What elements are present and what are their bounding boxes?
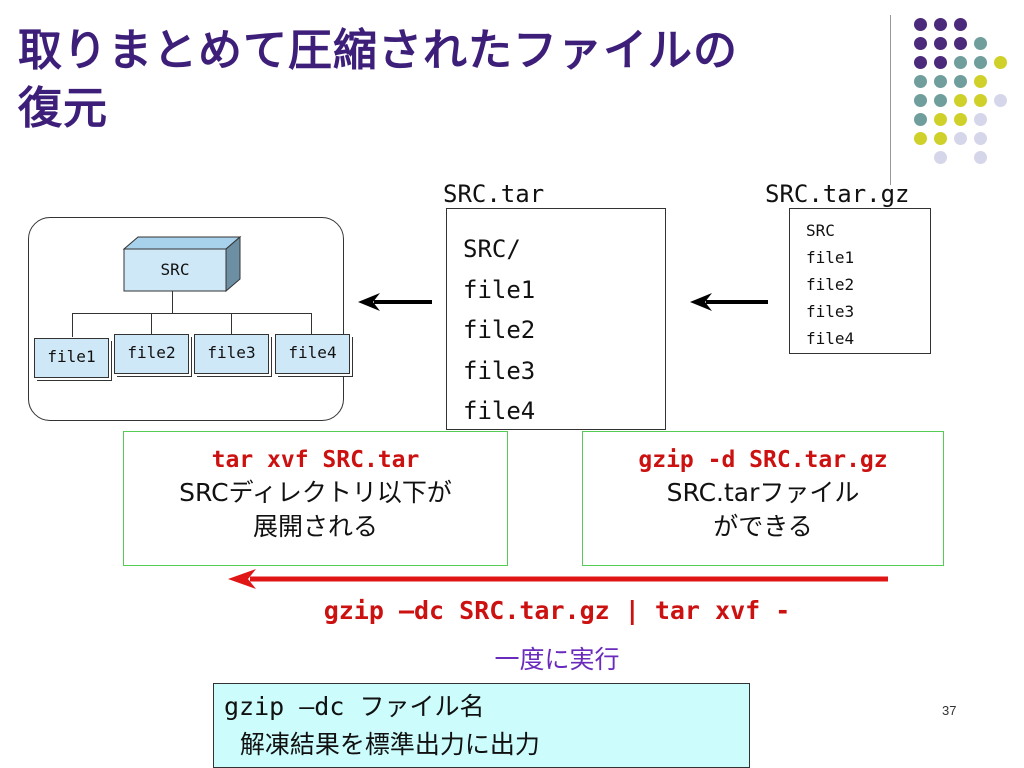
decor-divider [890, 15, 891, 185]
gzip-note-desc-1: SRC.tarファイル [666, 478, 860, 507]
title-line-2: 復元 [18, 83, 108, 134]
tree-connector [151, 313, 152, 337]
decor-dot [994, 56, 1007, 69]
tar-command: tar xvf SRC.tar [211, 447, 420, 473]
targz-line: file1 [806, 248, 855, 267]
arrow-left-icon [690, 293, 768, 311]
decor-dot [914, 75, 927, 88]
decor-dot [974, 151, 987, 164]
decor-dot [974, 94, 987, 107]
tree-file-node: file2 [114, 334, 189, 374]
tar-note-desc-2: 展開される [252, 512, 378, 541]
decor-dot [914, 94, 927, 107]
pipe-desc: 一度に実行 [494, 645, 620, 674]
decor-dot [934, 56, 947, 69]
tree-file-node: file1 [34, 338, 109, 378]
decor-dot [954, 37, 967, 50]
decor-dot [954, 56, 967, 69]
decor-dot [934, 113, 947, 126]
tree-root-label: SRC [160, 260, 190, 279]
tar-line: file2 [463, 316, 536, 344]
decor-dot [954, 94, 967, 107]
targz-line: file4 [806, 329, 855, 348]
decor-dot [974, 132, 987, 145]
tree-file-node: file3 [194, 334, 269, 374]
title-line-1: 取りまとめて圧縮されたファイルの [18, 25, 738, 76]
decor-dot [954, 132, 967, 145]
decor-dot [934, 94, 947, 107]
pipe-command: gzip –dc SRC.tar.gz | tar xvf - [323, 596, 791, 625]
usage-box: gzip –dc ファイル名 解凍結果を標準出力に出力 [213, 683, 750, 768]
decor-dot [974, 113, 987, 126]
red-arrow-left-icon [228, 569, 888, 589]
decor-dot [974, 37, 987, 50]
page-number: 37 [942, 703, 957, 718]
decor-dot [914, 132, 927, 145]
usage-line-1: gzip –dc ファイル名 [224, 692, 485, 721]
tree-connector [172, 291, 173, 313]
usage-line-2: 解凍結果を標準出力に出力 [224, 730, 540, 759]
decor-dot [914, 113, 927, 126]
tar-note-desc-1: SRCディレクトリ以下が [179, 478, 452, 507]
src-folder-box [122, 235, 242, 293]
decor-dot [974, 56, 987, 69]
targz-contents-box: SRC file1 file2 file3 file4 [789, 208, 931, 354]
tree-file-node: file4 [275, 334, 350, 374]
decor-dot [954, 18, 967, 31]
targz-line: SRC [806, 221, 835, 240]
tar-label: SRC.tar [443, 180, 545, 208]
tree-connector [72, 313, 312, 314]
decor-dot [914, 37, 927, 50]
arrow-left-icon [358, 293, 432, 311]
tar-line: file1 [463, 275, 536, 304]
directory-tree-panel [28, 217, 344, 421]
slide-title: 取りまとめて圧縮されたファイルの 復元 [18, 22, 858, 138]
decor-dot [934, 37, 947, 50]
targz-label: SRC.tar.gz [765, 180, 910, 208]
tree-connector [72, 313, 73, 337]
tree-connector [311, 313, 312, 337]
decor-dot [934, 151, 947, 164]
tar-line: file3 [463, 356, 536, 385]
decor-dot [994, 94, 1007, 107]
targz-line: file2 [806, 275, 855, 294]
decor-dot [954, 75, 967, 88]
gzip-decompress-note: gzip -d SRC.tar.gz SRC.tarファイル ができる [582, 431, 944, 566]
decor-dot [934, 132, 947, 145]
decor-dot [974, 75, 987, 88]
decor-dot [914, 18, 927, 31]
decor-dot [954, 113, 967, 126]
decor-dot [934, 75, 947, 88]
tree-connector [231, 313, 232, 337]
decor-dot [934, 18, 947, 31]
decor-dot-grid [900, 10, 1020, 170]
tar-line: file4 [463, 397, 536, 425]
tar-line: SRC/ [463, 235, 521, 263]
tar-contents-box: SRC/ file1 file2 file3 file4 [446, 208, 666, 430]
targz-line: file3 [806, 302, 855, 321]
tar-extract-note: tar xvf SRC.tar SRCディレクトリ以下が 展開される [123, 431, 508, 566]
gzip-command: gzip -d SRC.tar.gz [638, 447, 888, 473]
gzip-note-desc-2: ができる [713, 512, 813, 541]
decor-dot [914, 56, 927, 69]
